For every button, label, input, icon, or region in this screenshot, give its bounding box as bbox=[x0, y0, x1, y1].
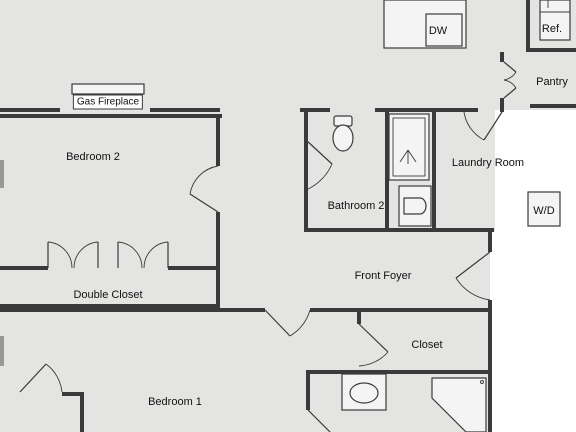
fireplace-hearth bbox=[71, 83, 145, 95]
room-label-pantry: Pantry bbox=[536, 76, 568, 88]
bathtub bbox=[388, 113, 430, 181]
room-label-double-closet: Double Closet bbox=[73, 289, 143, 301]
washer-dryer-box bbox=[527, 191, 561, 227]
fixture-label-refrigerator: Ref. bbox=[541, 23, 563, 35]
room-label-front-foyer: Front Foyer bbox=[354, 270, 412, 282]
fixture-label-dishwasher: DW bbox=[428, 25, 448, 37]
room-label-laundry-room: Laundry Room bbox=[451, 157, 525, 169]
room-label-bathroom-2: Bathroom 2 bbox=[327, 200, 385, 212]
door-swings bbox=[19, 61, 517, 432]
refrigerator-box bbox=[539, 0, 571, 41]
windows bbox=[0, 160, 4, 366]
fixtures bbox=[71, 0, 571, 432]
corner-shower bbox=[431, 377, 487, 432]
room-label-bedroom-1: Bedroom 1 bbox=[148, 396, 202, 408]
dishwasher-box bbox=[425, 13, 463, 47]
fixture-label-gas-fireplace: Gas Fireplace bbox=[72, 94, 144, 110]
room-label-bedroom-2: Bedroom 2 bbox=[66, 151, 120, 163]
room-label-closet: Closet bbox=[411, 339, 443, 351]
toilet-bowl bbox=[332, 124, 354, 152]
fixture-label-washer-dryer: W/D bbox=[533, 205, 555, 217]
